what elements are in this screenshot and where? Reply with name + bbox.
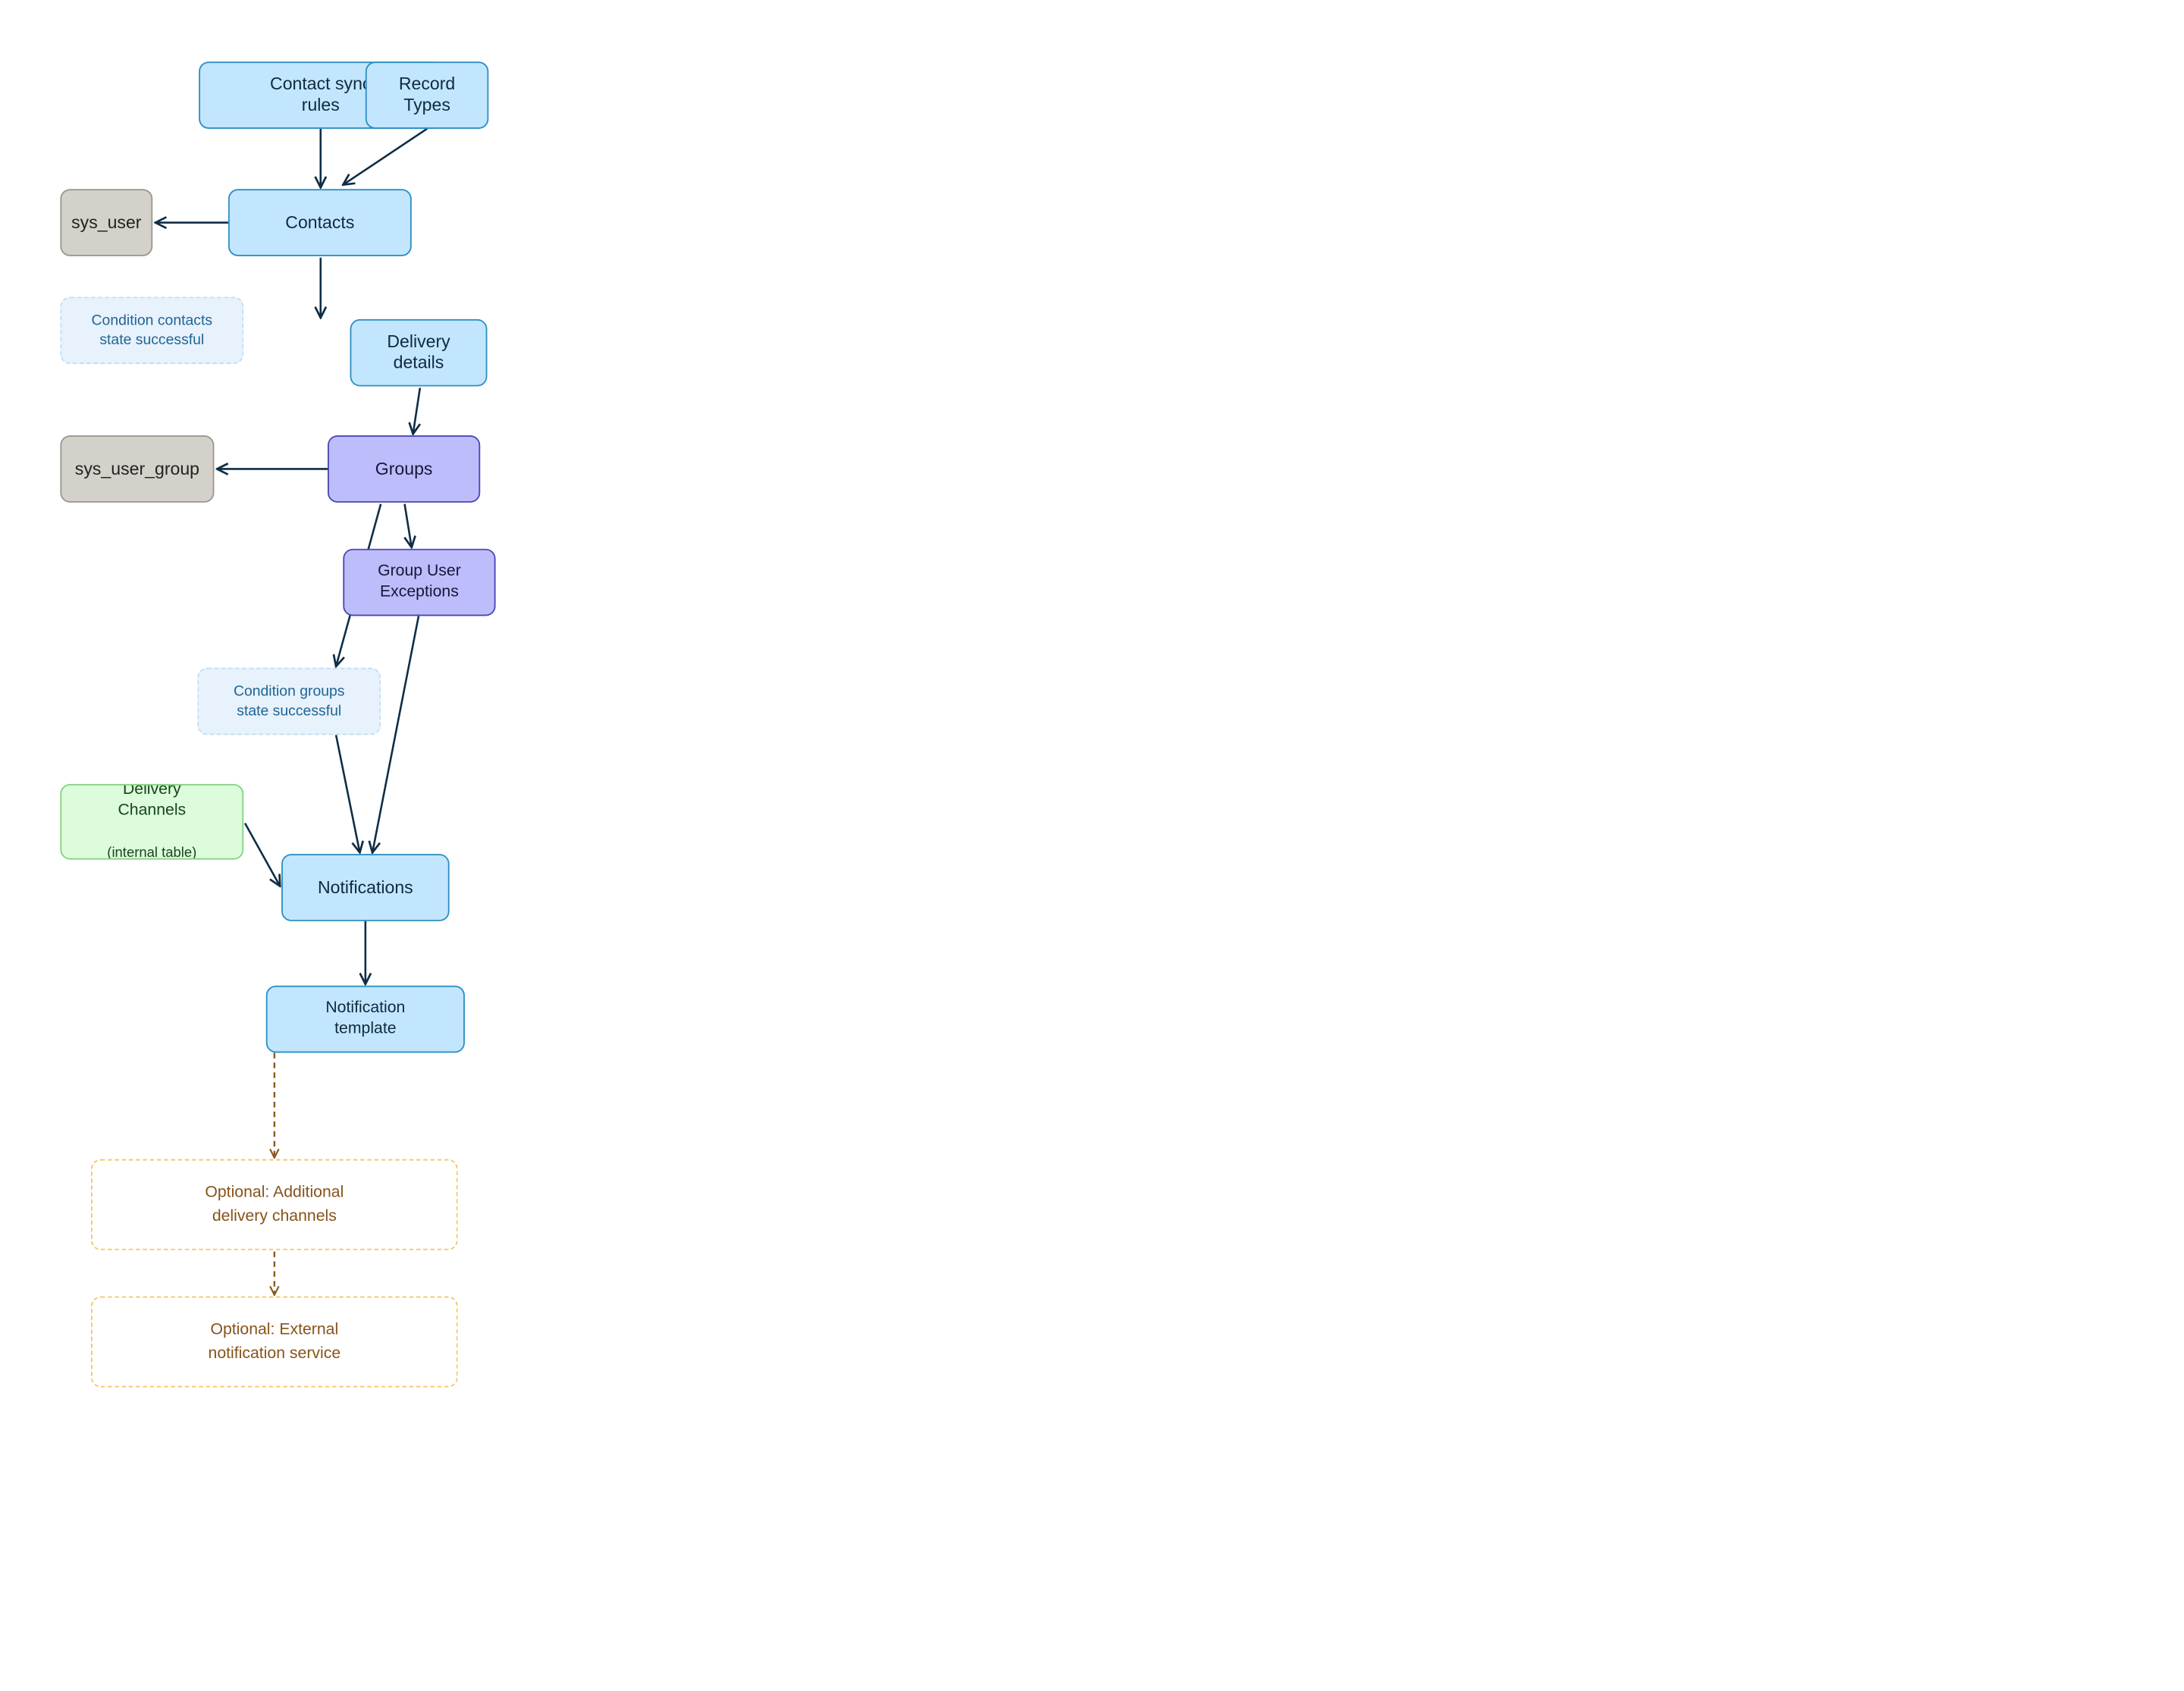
- edge-delivery-channels-to-notifications: [243, 822, 280, 886]
- node-condition-groups[interactable]: Condition groups state successful: [197, 667, 381, 736]
- node-delivery-channels-sublabel: (internal table): [107, 846, 197, 860]
- node-notification-template-label: Notification template: [325, 999, 406, 1038]
- node-optional-external-service[interactable]: Optional: External notification service: [91, 1296, 458, 1388]
- edge-group-user-exceptions-to-notifications: [372, 616, 420, 852]
- node-optional-additional-channels-label: Optional: Additional delivery channels: [205, 1183, 344, 1225]
- node-delivery-channels-label: Delivery Channels: [118, 783, 187, 820]
- node-notifications[interactable]: Notifications: [281, 854, 450, 921]
- node-group-user-exceptions[interactable]: Group User Exceptions: [343, 548, 496, 616]
- node-sys-user-label: sys_user: [71, 212, 142, 232]
- node-notification-template[interactable]: Notification template: [265, 985, 465, 1053]
- edge-condition-groups-to-notifications: [334, 734, 359, 852]
- node-sys-user-group[interactable]: sys_user_group: [60, 435, 215, 503]
- node-optional-external-service-label: Optional: External notification service: [208, 1320, 341, 1362]
- node-delivery-details[interactable]: Delivery details: [350, 318, 488, 387]
- node-record-types[interactable]: Record Types: [365, 61, 489, 129]
- node-groups[interactable]: Groups: [328, 435, 481, 503]
- node-group-user-exceptions-label: Group User Exceptions: [378, 563, 461, 601]
- node-notifications-label: Notifications: [318, 877, 413, 897]
- node-contact-sync-rules-label: Contact sync rules: [270, 74, 372, 115]
- edge-groups-to-group-user-exceptions: [405, 504, 412, 547]
- node-delivery-details-label: Delivery details: [387, 331, 450, 373]
- node-condition-contacts[interactable]: Condition contacts state successful: [60, 296, 244, 365]
- node-sys-user[interactable]: sys_user: [60, 189, 153, 256]
- node-sys-user-group-label: sys_user_group: [74, 458, 200, 478]
- node-delivery-channels[interactable]: Delivery Channels (internal table): [60, 783, 244, 860]
- node-contacts-label: Contacts: [285, 212, 355, 232]
- node-groups-label: Groups: [375, 458, 433, 478]
- edge-record-types-to-contacts: [343, 127, 428, 185]
- node-delivery-channels-text: Delivery Channels (internal table): [61, 783, 242, 860]
- edge-delivery-details-to-groups: [413, 387, 422, 434]
- node-condition-groups-label: Condition groups state successful: [233, 682, 345, 720]
- node-optional-additional-channels[interactable]: Optional: Additional delivery channels: [91, 1159, 458, 1250]
- node-record-types-label: Record Types: [398, 74, 456, 115]
- node-contacts[interactable]: Contacts: [228, 189, 412, 256]
- node-condition-contacts-label: Condition contacts state successful: [91, 311, 213, 349]
